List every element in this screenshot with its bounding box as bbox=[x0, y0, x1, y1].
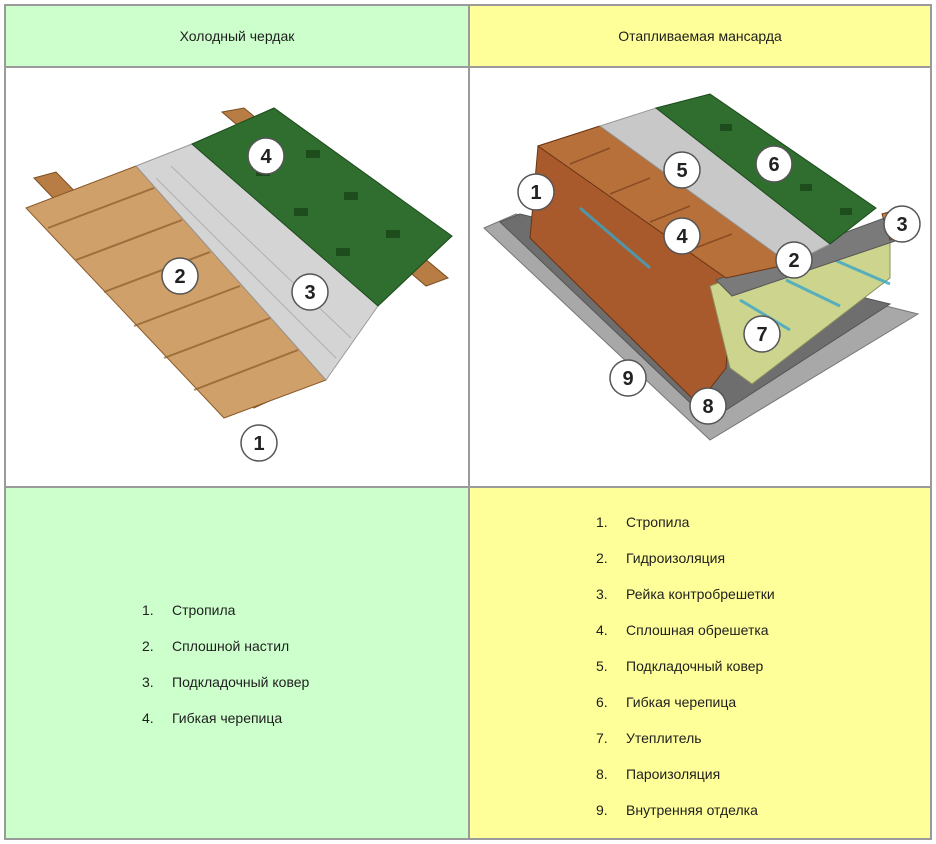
legend-item: 3.Подкладочный ковер bbox=[142, 674, 310, 690]
legend-item: 4.Гибкая черепица bbox=[142, 710, 283, 726]
cold-attic-legend-cell: 1.Стропила 2.Сплошной настил 3.Подкладоч… bbox=[5, 487, 469, 839]
svg-text:9: 9 bbox=[622, 368, 633, 390]
warm-callout-7: 7 bbox=[743, 315, 781, 353]
heated-mansard-legend: 1.Стропила 2.Гидроизоляция 3.Рейка контр… bbox=[596, 504, 775, 828]
warm-callout-1: 1 bbox=[517, 173, 555, 211]
header-heated-mansard-label: Отапливаемая мансарда bbox=[618, 28, 782, 44]
legend-item: 8.Пароизоляция bbox=[596, 766, 721, 782]
cold-callout-4: 4 bbox=[247, 137, 285, 175]
heated-mansard-legend-cell: 1.Стропила 2.Гидроизоляция 3.Рейка контр… bbox=[469, 487, 931, 839]
cold-attic-legend: 1.Стропила 2.Сплошной настил 3.Подкладоч… bbox=[142, 592, 309, 736]
heated-mansard-diagram: 1 2 3 4 5 6 7 bbox=[483, 93, 921, 441]
warm-callout-2: 2 bbox=[775, 241, 813, 279]
cold-attic-diagram-cell: 1 2 3 4 bbox=[5, 67, 469, 487]
header-cold-attic: Холодный чердак bbox=[5, 5, 469, 67]
legend-item: 5.Подкладочный ковер bbox=[596, 658, 764, 674]
svg-text:3: 3 bbox=[896, 214, 907, 236]
svg-text:1: 1 bbox=[253, 433, 264, 455]
svg-text:4: 4 bbox=[676, 226, 688, 248]
legend-item: 1.Стропила bbox=[142, 602, 236, 618]
sheathing-lines bbox=[569, 147, 733, 251]
svg-text:7: 7 bbox=[756, 324, 767, 346]
warm-callout-9: 9 bbox=[609, 359, 647, 397]
cold-callout-1: 1 bbox=[240, 424, 278, 462]
comparison-table: Холодный чердак Отапливаемая мансарда bbox=[4, 4, 932, 840]
svg-text:5: 5 bbox=[676, 160, 687, 182]
counter-battens bbox=[579, 206, 891, 332]
svg-text:2: 2 bbox=[788, 250, 799, 272]
warm-callout-6: 6 bbox=[755, 145, 793, 183]
header-heated-mansard: Отапливаемая мансарда bbox=[469, 5, 931, 67]
heated-mansard-diagram-cell: 1 2 3 4 5 6 7 bbox=[469, 67, 931, 487]
cold-callout-3: 3 bbox=[291, 273, 329, 311]
header-cold-attic-label: Холодный чердак bbox=[179, 28, 295, 44]
legend-item: 2.Сплошной настил bbox=[142, 638, 290, 654]
svg-text:3: 3 bbox=[304, 282, 315, 304]
legend-item: 9.Внутренняя отделка bbox=[596, 802, 758, 818]
legend-item: 1.Стропила bbox=[596, 514, 690, 530]
svg-text:8: 8 bbox=[702, 396, 713, 418]
decking-boards bbox=[47, 187, 299, 391]
svg-text:4: 4 bbox=[260, 146, 272, 168]
underlay-texture bbox=[155, 165, 352, 359]
svg-text:1: 1 bbox=[530, 182, 541, 204]
svg-text:6: 6 bbox=[768, 154, 779, 176]
svg-text:2: 2 bbox=[174, 266, 185, 288]
warm-callout-5: 5 bbox=[663, 151, 701, 189]
warm-callout-3: 3 bbox=[883, 205, 921, 243]
warm-callout-8: 8 bbox=[689, 387, 727, 425]
legend-item: 3.Рейка контробрешетки bbox=[596, 586, 775, 602]
warm-callout-4: 4 bbox=[663, 217, 701, 255]
legend-item: 4.Сплошная обрешетка bbox=[596, 622, 769, 638]
legend-item: 7.Утеплитель bbox=[596, 730, 702, 746]
cold-attic-diagram: 1 2 3 4 bbox=[25, 107, 453, 462]
cold-callout-2: 2 bbox=[161, 257, 199, 295]
legend-item: 6.Гибкая черепица bbox=[596, 694, 737, 710]
legend-item: 2.Гидроизоляция bbox=[596, 550, 726, 566]
